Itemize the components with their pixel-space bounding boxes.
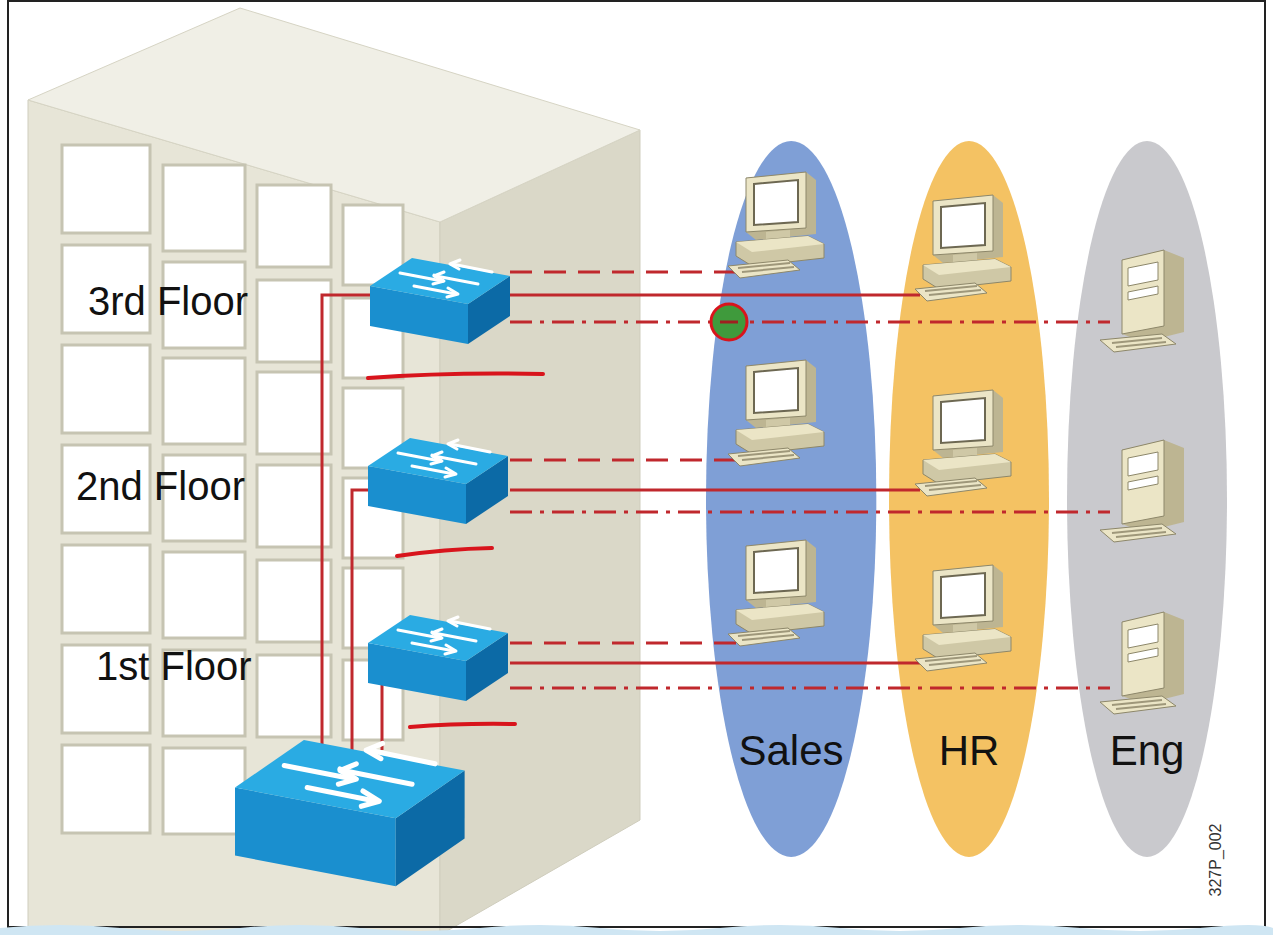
windows (62, 145, 403, 834)
floor-label: 2nd Floor (76, 466, 245, 506)
desktop-pc (728, 172, 1011, 671)
floor-label: 3rd Floor (88, 281, 248, 321)
hand-underline (368, 374, 543, 728)
floor-switch (368, 438, 508, 524)
building (28, 8, 640, 935)
vlan-links (510, 272, 1110, 688)
floor-switch (368, 615, 508, 701)
floor-switch (370, 258, 510, 344)
pointer-marker (711, 304, 747, 340)
workstation (1100, 250, 1184, 714)
bottom-band (0, 925, 1273, 935)
group-label: Eng (1110, 730, 1185, 772)
frame (8, 1, 1265, 927)
group-label: HR (939, 730, 1000, 772)
figure-id: 327P_002 (1208, 824, 1224, 897)
riser-cables (322, 295, 382, 760)
core-switch (235, 740, 465, 886)
group-label: Sales (738, 730, 843, 772)
floor-label: 1st Floor (96, 646, 252, 686)
